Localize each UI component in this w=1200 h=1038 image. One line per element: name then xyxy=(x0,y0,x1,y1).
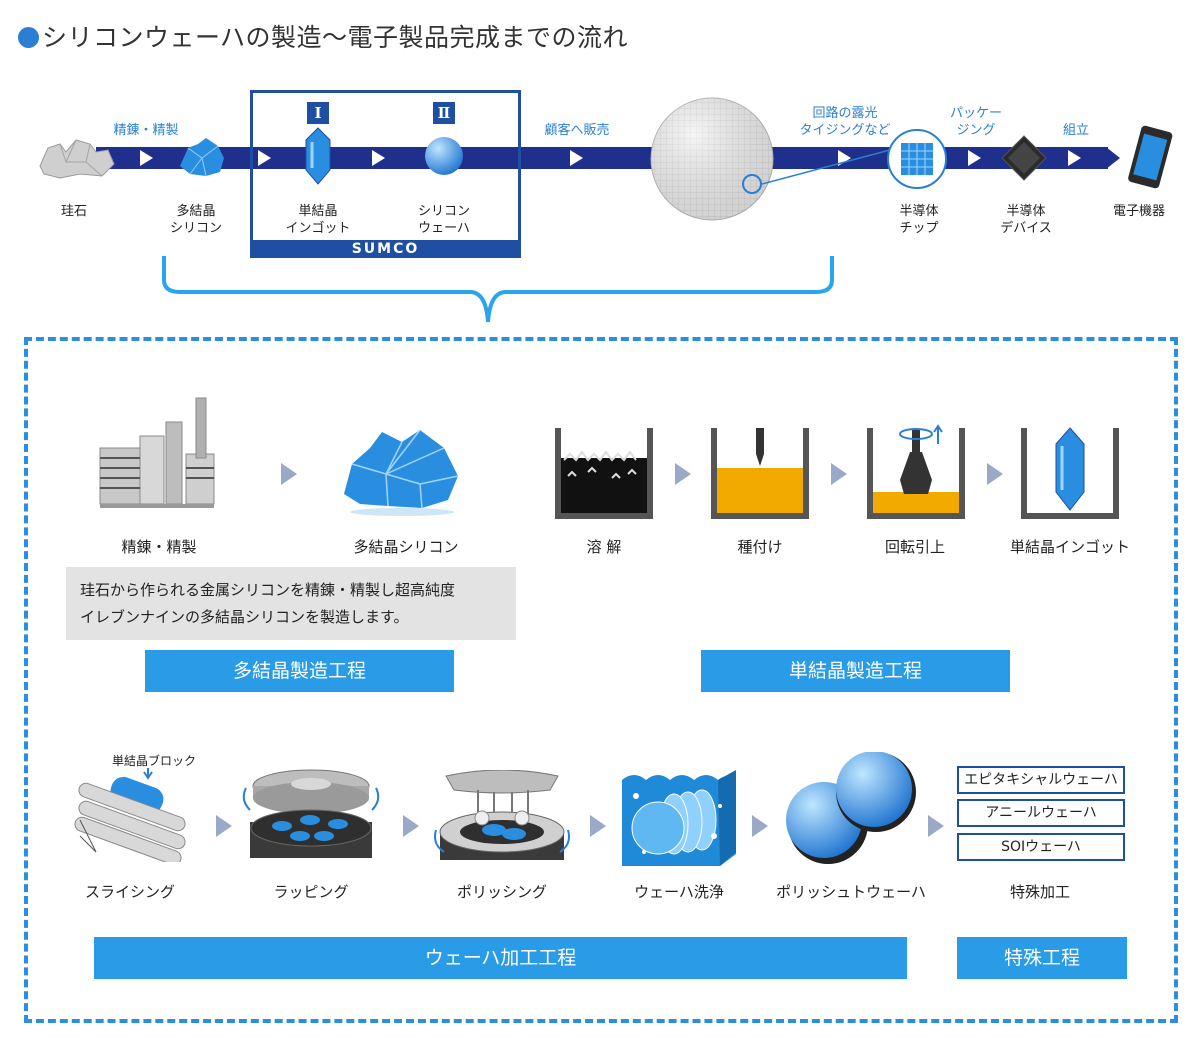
roman-numeral-2: Ⅱ xyxy=(433,102,455,124)
arrow-label-packaging: パッケージング xyxy=(949,106,1002,138)
flow-chevron-icon xyxy=(968,150,981,166)
wafer-stage-banner: ウェーハ加工工程 xyxy=(94,937,907,979)
poly-description: 珪石から作られる金属シリコンを精錬・精製し超高純度イレブンナインの多結晶シリコン… xyxy=(66,567,516,640)
smartphone-icon xyxy=(1128,125,1173,189)
polysilicon-chunk-icon xyxy=(344,429,459,516)
special-item-epi: エピタキシャルウェーハ xyxy=(957,766,1125,794)
poly-step-label-refine: 精錬・精製 xyxy=(121,538,197,556)
flow-chevron-icon xyxy=(1068,150,1081,166)
process-arrow-icon xyxy=(281,463,297,485)
arrow-label-assembly: 組立 xyxy=(1062,123,1089,138)
wafer-step-label-slicing: スライシング xyxy=(84,883,175,901)
flow-chevron-icon xyxy=(372,150,385,166)
flow-chevron-icon xyxy=(140,150,153,166)
wafer-step-label-cleaning: ウェーハ洗浄 xyxy=(634,883,724,901)
flow-chevron-icon xyxy=(258,150,271,166)
step-label-ingot: 単結晶インゴット xyxy=(285,204,351,236)
process-arrow-icon xyxy=(403,815,419,837)
arrow-label-sale: 顧客へ販売 xyxy=(544,123,610,138)
title-bullet-icon xyxy=(18,27,39,48)
polishing-icon xyxy=(434,770,570,860)
page-title: シリコンウェーハの製造〜電子製品完成までの流れ xyxy=(18,18,628,54)
sumco-label: SUMCO xyxy=(250,240,521,258)
seeding-crucible-icon xyxy=(711,428,809,519)
zoom-leader-line xyxy=(761,149,891,185)
arrow-label-exposure: 回路の露光タイジングなど xyxy=(799,106,891,138)
detail-process-box xyxy=(24,337,1178,1023)
step-label-silica: 珪石 xyxy=(60,204,87,219)
process-arrow-icon xyxy=(590,815,606,837)
wafer-sphere-icon xyxy=(425,137,463,175)
process-arrow-icon xyxy=(752,815,768,837)
process-arrow-icon xyxy=(216,815,232,837)
special-item-soi: SOIウェーハ xyxy=(957,833,1125,861)
semiconductor-device-icon xyxy=(1001,135,1047,181)
mono-step-label-melt: 溶 解 xyxy=(586,538,622,556)
process-arrow-icon xyxy=(831,463,847,485)
wafer-step-label-polishing: ポリッシング xyxy=(456,883,547,901)
refinery-plant-icon xyxy=(99,397,215,508)
semiconductor-chip-icon xyxy=(887,129,947,189)
process-arrow-icon xyxy=(928,815,944,837)
poly-stage-banner: 多結晶製造工程 xyxy=(145,650,454,692)
block-label: 単結晶ブロック xyxy=(112,754,197,768)
arrow-label-refine: 精錬・精製 xyxy=(113,123,179,138)
scope-brace xyxy=(162,256,834,323)
wafer-step-label-lapping: ラッピング xyxy=(273,883,349,901)
melting-crucible-icon xyxy=(555,428,653,519)
special-item-anneal: アニールウェーハ xyxy=(957,799,1125,827)
patterned-wafer-icon xyxy=(650,97,774,221)
polished-wafer-icon xyxy=(786,752,916,864)
poly-step-label-polysilicon: 多結晶シリコン xyxy=(353,538,459,556)
mono-stage-banner: 単結晶製造工程 xyxy=(701,650,1010,692)
flow-arrow-bar xyxy=(96,147,1108,169)
roman-numeral-1: Ⅰ xyxy=(307,102,329,124)
polysilicon-icon xyxy=(180,138,224,177)
mono-step-label-seed: 種付け xyxy=(737,538,783,556)
step-label-polysilicon: 多結晶シリコン xyxy=(169,204,222,236)
special-stage-banner: 特殊工程 xyxy=(957,937,1127,979)
flow-arrow-head xyxy=(1106,147,1120,169)
flow-chevron-icon xyxy=(570,150,583,166)
lapping-icon xyxy=(242,769,380,858)
wafer-cleaning-icon xyxy=(622,770,736,866)
process-arrow-icon xyxy=(987,463,1003,485)
mono-step-label-pull: 回転引上 xyxy=(884,538,945,556)
wafer-step-label-polished: ポリッシュトウェーハ xyxy=(776,883,926,901)
step-label-chip: 半導体チップ xyxy=(899,204,939,236)
mono-step-label-ingot: 単結晶インゴット xyxy=(1009,538,1130,556)
ingot-icon xyxy=(305,127,331,185)
step-label-wafer: シリコンウェーハ xyxy=(417,204,470,236)
pulling-crucible-icon xyxy=(867,424,965,519)
page-title-text: シリコンウェーハの製造〜電子製品完成までの流れ xyxy=(42,23,629,52)
mono-ingot-crucible-icon xyxy=(1021,427,1119,519)
flow-chevron-icon xyxy=(838,150,851,166)
wafer-step-label-special: 特殊加工 xyxy=(1009,883,1070,901)
silica-stone-icon xyxy=(39,139,115,179)
slicing-icon xyxy=(74,768,186,862)
step-label-device: 半導体デバイス xyxy=(1000,204,1052,236)
step-label-electronics: 電子機器 xyxy=(1112,204,1165,219)
process-arrow-icon xyxy=(675,463,691,485)
